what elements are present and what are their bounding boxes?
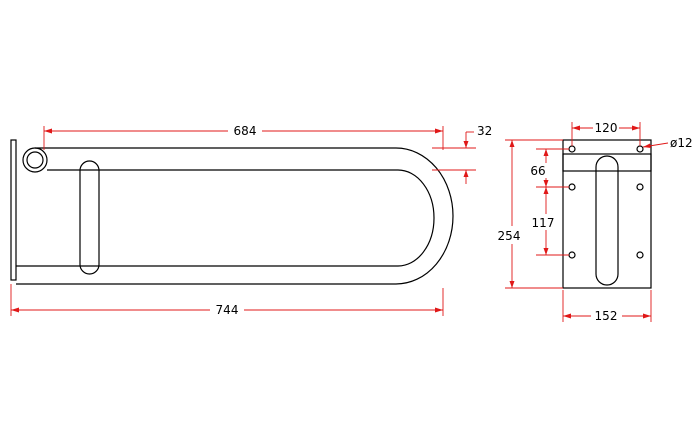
dim-152: 152 — [562, 290, 652, 323]
dim-684: 684 — [43, 124, 444, 150]
mounting-hole — [636, 251, 644, 259]
dim-hole-diameter: ø12 — [642, 136, 693, 150]
dim-152-label: 152 — [595, 309, 618, 323]
dim-hole-diameter-label: ø12 — [670, 136, 693, 150]
dim-684-label: 684 — [234, 124, 257, 138]
front-view — [562, 139, 652, 289]
bar-outer-outline — [16, 147, 454, 285]
dim-66-label: 66 — [530, 164, 545, 178]
dim-254: 254 — [498, 139, 563, 289]
dim-120: 120 — [571, 120, 641, 146]
pivot-inner — [26, 151, 44, 169]
mounting-hole — [636, 183, 644, 191]
dim-32: 32 — [432, 124, 492, 184]
mounting-hole — [636, 145, 644, 153]
dim-744-label: 744 — [216, 303, 239, 317]
bar-end-view — [595, 155, 619, 286]
side-view — [10, 139, 454, 285]
mounting-hole — [568, 251, 576, 259]
mounting-hole — [568, 183, 576, 191]
pivot-block — [562, 153, 652, 172]
dim-117: 117 — [532, 187, 569, 256]
dim-66: 66 — [530, 148, 569, 188]
dim-32-label: 32 — [477, 124, 492, 138]
bar-inner-outline — [16, 169, 435, 267]
mounting-hole — [568, 145, 576, 153]
dim-254-label: 254 — [498, 229, 521, 243]
wall-plate — [10, 139, 17, 281]
back-plate — [562, 139, 652, 289]
dim-117-label: 117 — [532, 216, 555, 230]
support-strut — [79, 160, 100, 275]
dim-744: 744 — [10, 284, 444, 317]
dim-120-label: 120 — [595, 121, 618, 135]
